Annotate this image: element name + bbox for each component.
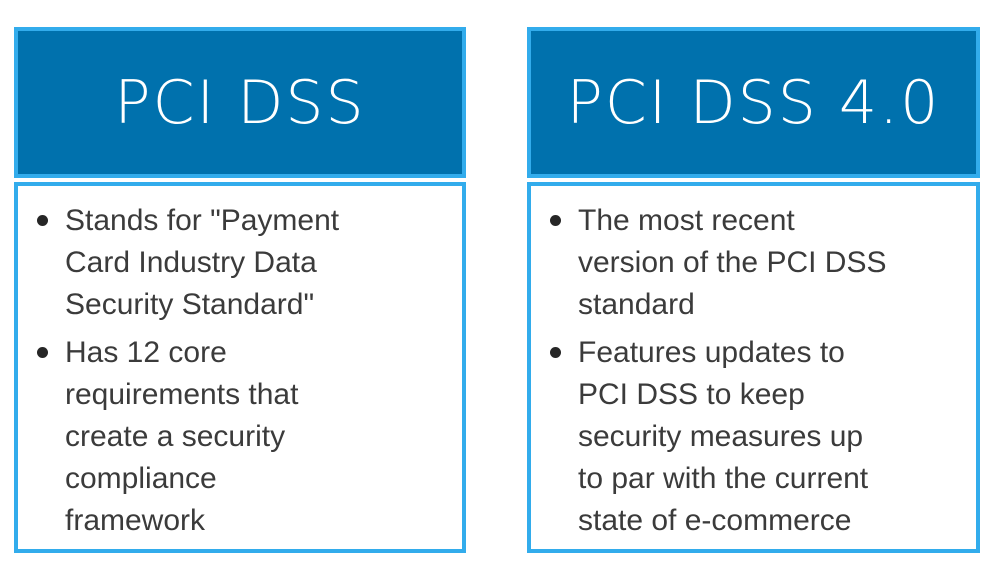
bullet-icon: [37, 215, 48, 226]
bullet-line: create a security: [65, 420, 286, 453]
card-pci-dss-40: PCI DSS 4.0 The most recent version of t…: [527, 27, 980, 553]
bullet-line: version of the PCI DSS: [578, 246, 887, 279]
card-pci-dss-title: PCI DSS: [114, 67, 366, 138]
bullet-line: Card Industry Data: [65, 246, 317, 279]
card-pci-dss-40-title: PCI DSS 4.0: [566, 67, 941, 138]
bullet-line: requirements that: [65, 378, 299, 411]
list-item: Stands for "Payment Card Industry Data S…: [34, 200, 454, 326]
bullet-line: compliance: [65, 462, 217, 495]
bullet-line: Security Standard": [65, 288, 315, 321]
bullet-line: security measures up: [578, 420, 864, 453]
bullet-line: standard: [578, 288, 695, 321]
bullet-line: to par with the current: [578, 462, 869, 495]
bullet-icon: [550, 347, 561, 358]
bullet-line: PCI DSS to keep: [578, 378, 805, 411]
bullet-line: Stands for "Payment: [65, 204, 340, 237]
list-item: Features updates to PCI DSS to keep secu…: [547, 332, 968, 542]
bullet-icon: [550, 215, 561, 226]
list-item: Has 12 core requirements that create a s…: [34, 332, 454, 542]
card-pci-dss-header: PCI DSS: [14, 27, 466, 178]
card-pci-dss-body: Stands for "Payment Card Industry Data S…: [14, 182, 466, 553]
bullet-icon: [37, 347, 48, 358]
bullet-list: Stands for "Payment Card Industry Data S…: [34, 200, 454, 542]
card-pci-dss: PCI DSS Stands for "Payment Card Industr…: [14, 27, 466, 553]
bullet-line: Has 12 core: [65, 336, 227, 369]
bullet-line: Features updates to: [578, 336, 845, 369]
bullet-line: state of e-commerce: [578, 504, 852, 537]
bullet-line: framework: [65, 504, 206, 537]
card-pci-dss-40-header: PCI DSS 4.0: [527, 27, 980, 178]
card-pci-dss-40-body: The most recent version of the PCI DSS s…: [527, 182, 980, 553]
bullet-line: The most recent: [578, 204, 795, 237]
list-item: The most recent version of the PCI DSS s…: [547, 200, 968, 326]
bullet-list: The most recent version of the PCI DSS s…: [547, 200, 968, 542]
